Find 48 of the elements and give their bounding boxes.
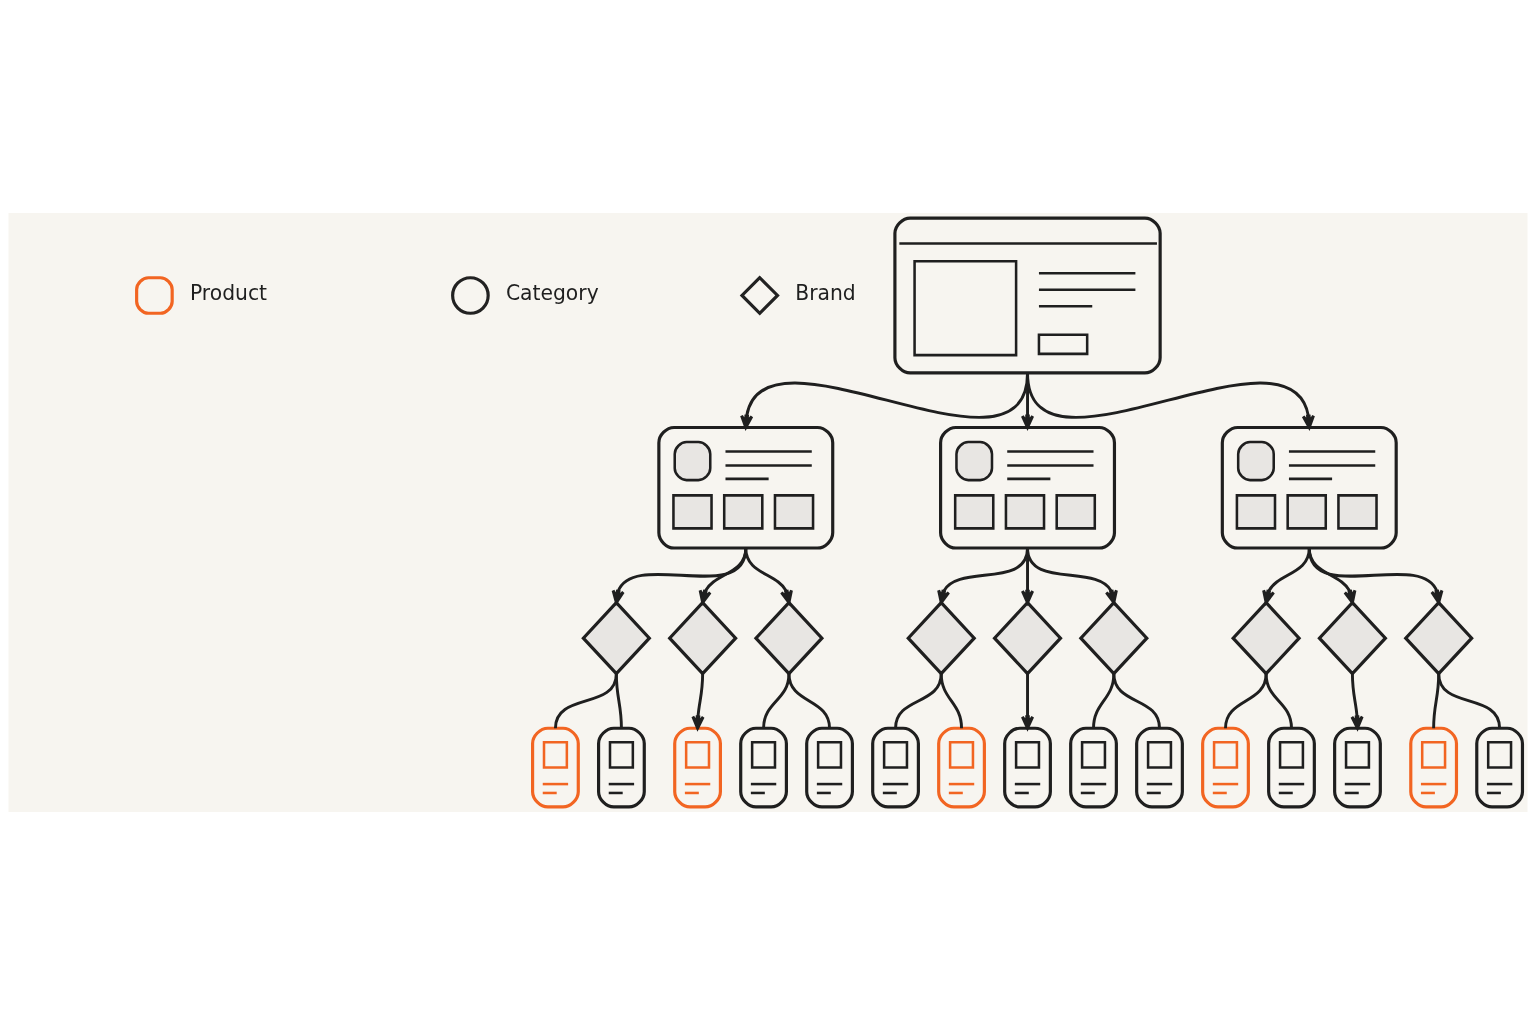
node-box <box>1409 726 1459 808</box>
node-box <box>1220 425 1398 550</box>
legend-label: Category <box>505 280 599 305</box>
node-diamond <box>753 599 825 676</box>
arrow <box>744 547 793 604</box>
node-box <box>1135 726 1184 808</box>
connector <box>1264 673 1293 728</box>
node-box <box>531 726 580 808</box>
connector <box>787 673 831 728</box>
connector <box>614 673 623 728</box>
node-box <box>597 726 646 808</box>
connector <box>1092 673 1116 728</box>
connector <box>939 673 963 728</box>
node-box <box>739 726 788 808</box>
node-diamond <box>906 599 977 676</box>
node-box <box>1003 726 1052 808</box>
node-box <box>1201 726 1250 808</box>
node-diamond <box>1403 599 1474 676</box>
node-box <box>937 726 986 808</box>
connector <box>1437 672 1502 728</box>
arrow <box>1350 673 1364 730</box>
legend-label: Product <box>189 280 268 305</box>
node-diamond <box>1078 599 1149 676</box>
arrow <box>1020 673 1035 730</box>
node-box <box>1333 726 1382 808</box>
arrow <box>1307 547 1444 604</box>
arrow <box>611 547 748 604</box>
connector <box>1224 673 1268 728</box>
arrow <box>691 673 705 730</box>
connector <box>1112 673 1161 728</box>
node-box <box>1475 726 1525 808</box>
arrow <box>1026 372 1315 429</box>
node-box <box>871 726 920 808</box>
connector <box>762 673 791 728</box>
node-box <box>657 425 835 550</box>
legend-label: Brand <box>795 280 856 305</box>
node-box <box>805 726 854 808</box>
node-diamond <box>992 599 1063 676</box>
node-box <box>673 726 722 808</box>
node-box <box>1267 726 1316 808</box>
node-diamond <box>581 599 652 676</box>
connector <box>1432 673 1441 728</box>
arrow <box>698 547 748 604</box>
node-box <box>893 216 1162 374</box>
node-box <box>939 425 1117 550</box>
arrow <box>1026 547 1118 604</box>
node-diamond <box>1230 599 1302 676</box>
node-box <box>1069 726 1118 808</box>
